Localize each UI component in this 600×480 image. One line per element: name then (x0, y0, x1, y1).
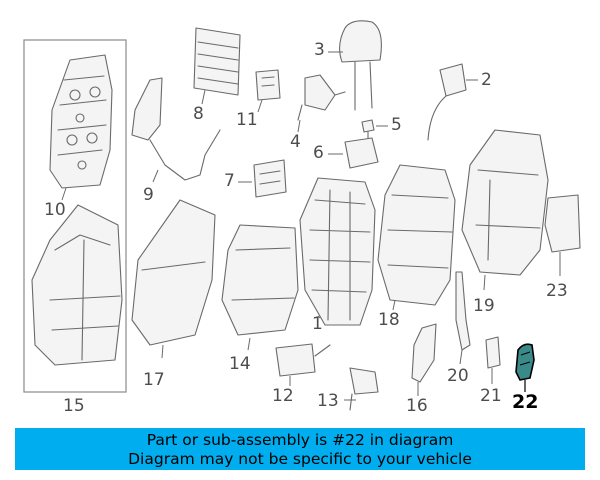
label-18: 18 (378, 310, 400, 330)
label-13: 13 (317, 391, 339, 411)
part-14-shape[interactable] (221, 224, 299, 336)
part-23-shape[interactable] (544, 194, 581, 253)
part-9-shape[interactable] (131, 77, 221, 181)
label-4: 4 (290, 132, 301, 152)
part-18-shape[interactable] (377, 164, 456, 306)
part-8-shape[interactable] (193, 27, 241, 96)
label-17: 17 (143, 370, 165, 390)
parts-diagram (23, 20, 581, 411)
part-15-shape[interactable] (31, 204, 123, 366)
label-16: 16 (406, 396, 428, 416)
part-7-shape[interactable] (253, 159, 287, 198)
label-7: 7 (224, 171, 235, 191)
label-6: 6 (313, 143, 324, 163)
label-3: 3 (314, 40, 325, 60)
label-20: 20 (447, 366, 469, 386)
part-19-shape[interactable] (461, 129, 549, 276)
part-3-shape[interactable] (339, 20, 382, 111)
part-22-shape[interactable] (515, 343, 535, 381)
label-21: 21 (480, 386, 502, 406)
part-1-shape[interactable] (299, 177, 376, 326)
label-14: 14 (229, 354, 251, 374)
label-2: 2 (481, 70, 492, 90)
part-17-shape[interactable] (131, 199, 216, 346)
part-4-shape[interactable] (297, 74, 346, 121)
part-11-shape[interactable] (255, 69, 281, 101)
label-8: 8 (193, 104, 204, 124)
part-16-shape[interactable] (411, 323, 437, 383)
part-21-shape[interactable] (485, 336, 501, 369)
label-1: 1 (312, 314, 323, 334)
part-20-shape[interactable] (455, 271, 471, 351)
banner-line-2: Diagram may not be specific to your vehi… (128, 450, 472, 468)
label-23: 23 (546, 281, 568, 301)
info-banner: Part or sub-assembly is #22 in diagram D… (15, 428, 585, 470)
label-15: 15 (63, 396, 85, 416)
part-2-shape[interactable] (427, 63, 467, 141)
banner-line-1: Part or sub-assembly is #22 in diagram (146, 431, 454, 449)
label-10: 10 (44, 200, 66, 220)
label-22: 22 (512, 391, 539, 413)
part-10-shape[interactable] (49, 54, 113, 189)
label-11: 11 (236, 110, 258, 130)
part-6-shape[interactable] (344, 137, 379, 169)
label-19: 19 (473, 296, 495, 316)
label-9: 9 (143, 185, 154, 205)
label-5: 5 (391, 115, 402, 135)
label-12: 12 (272, 386, 294, 406)
group-box-10-15 (23, 39, 127, 393)
part-13-shape[interactable] (349, 367, 379, 411)
part-12-shape[interactable] (275, 343, 331, 377)
